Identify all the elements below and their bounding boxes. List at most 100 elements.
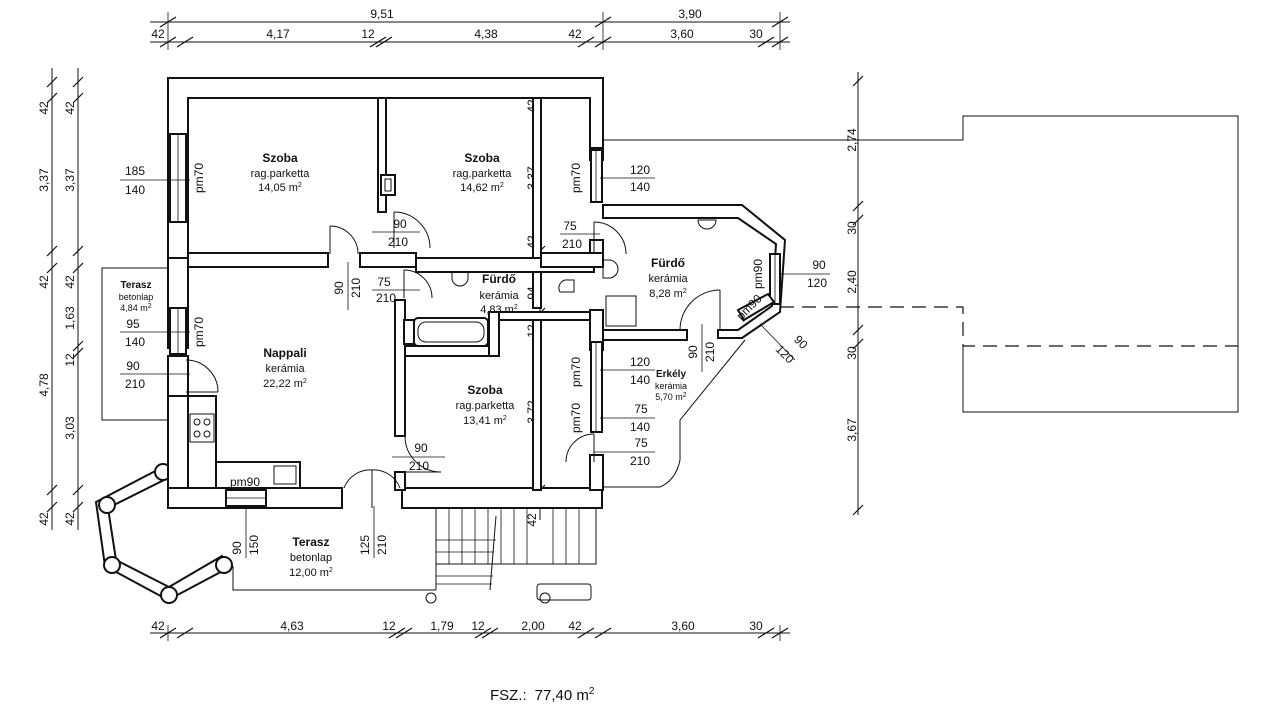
pergola: [94, 463, 233, 604]
room-floor: betonlap: [119, 292, 154, 302]
opening-width: 90: [332, 281, 346, 295]
room-label: Terasz betonlap 4,84 m2: [119, 280, 154, 313]
left-inner-dimension-chain: 42 3,37 42 1,63 12 3,03 42: [63, 68, 84, 530]
top-dimension-chain: 9,51 3,90 42 4,17 12 4,38 42 3,60 30: [150, 7, 790, 50]
room-area: 4,83 m2: [480, 304, 518, 316]
post-marker: [425, 592, 437, 604]
dim-top-detail-1: 4,17: [266, 27, 290, 41]
dim-top-detail-5: 3,60: [670, 27, 694, 41]
balcony-outline: [602, 339, 746, 488]
opening-height: 210: [703, 342, 717, 362]
opening-label: 75 210: [560, 219, 600, 251]
dim-left-outer-0: 42: [37, 101, 51, 115]
opening-label: 95 140: [120, 317, 190, 349]
dim-bottom-5: 2,00: [521, 619, 545, 633]
dim-left-inner-5: 3,03: [63, 416, 77, 440]
opening-height: 210: [630, 454, 650, 468]
opening-width: 90: [126, 359, 140, 373]
opening-height: 210: [375, 535, 389, 555]
dim-bottom-4: 12: [471, 619, 485, 633]
washbasin: [403, 319, 415, 345]
dim-left-inner-4: 12: [63, 353, 77, 367]
dim-left-inner-2: 42: [63, 275, 77, 289]
opening-label: 75 210: [372, 275, 420, 305]
opening-label-vertical: 125 210: [358, 506, 389, 558]
opening-height: 210: [388, 235, 408, 249]
dim-left-outer-4: 42: [37, 512, 51, 526]
dim-bottom-7: 3,60: [671, 619, 695, 633]
dim-top-detail-3: 4,38: [474, 27, 498, 41]
bidet: [697, 219, 717, 230]
stove: [189, 413, 215, 443]
toilet: [602, 259, 619, 279]
room-name: Szoba: [467, 383, 503, 397]
room-floor: kerámia: [648, 273, 688, 285]
dim-left-outer-1: 3,37: [37, 168, 51, 192]
room-label: Erkély kerámia 5,70 m2: [655, 369, 687, 402]
dim-bottom-1: 4,63: [280, 619, 304, 633]
dim-bottom-0: 42: [151, 619, 165, 633]
room-name: Szoba: [262, 151, 298, 165]
summary-unit-sup: 2: [588, 686, 595, 697]
opening-height: 140: [630, 420, 650, 434]
toilet: [451, 271, 469, 287]
opening-height: 210: [349, 278, 363, 298]
room-name: Terasz: [121, 280, 152, 291]
dim-top-detail-0: 42: [151, 27, 165, 41]
opening-label: 120 140: [600, 355, 655, 387]
room-area: 13,41 m2: [463, 415, 507, 427]
room-name: Nappali: [263, 346, 306, 360]
dim-left-inner-3: 1,63: [63, 306, 77, 330]
dim-bottom-6: 42: [568, 619, 582, 633]
windows: [169, 133, 781, 507]
room-label: Szoba rag.parketta 14,62 m2: [453, 151, 513, 194]
shower-tray: [605, 295, 637, 327]
room-area: 12,00 m2: [289, 567, 333, 579]
dim-left-outer-2: 42: [37, 275, 51, 289]
opening-height: 210: [409, 459, 429, 473]
opening-height: 90: [791, 332, 811, 352]
room-name: Fürdő: [651, 256, 685, 270]
room-floor: rag.parketta: [456, 400, 516, 412]
room-label: Fürdő kerámia 8,28 m2: [648, 256, 688, 300]
opening-width: 90: [812, 258, 826, 272]
parapet-label: pm70: [192, 163, 206, 193]
room-area: 14,62 m2: [460, 182, 504, 194]
room-label: Fürdő kerámia 4,83 m2: [479, 272, 519, 316]
fixtures: [187, 174, 717, 489]
sink: [273, 465, 297, 485]
room-floor: rag.parketta: [251, 168, 311, 180]
dim-left-inner-1: 3,37: [63, 168, 77, 192]
opening-width: 95: [126, 317, 140, 331]
parapet-label: pm90: [230, 475, 260, 489]
planter: [536, 583, 592, 601]
parapet-label: pm70: [192, 317, 206, 347]
opening-label: 90 210: [120, 359, 190, 391]
room-label: Nappali kerámia 22,22 m2: [263, 346, 307, 390]
room-name: Terasz: [292, 535, 329, 549]
bottom-dimension-chain: 42 4,63 12 1,79 12 2,00 42 3,60 30: [150, 619, 790, 641]
total-floor-area: FSZ.:77,40 m2: [490, 686, 594, 704]
right-dimension-chain: 2,74 30 2,40 30 3,67: [845, 72, 864, 516]
opening-width: 125: [358, 535, 372, 555]
parapet-label: pm70: [569, 403, 583, 433]
opening-height: 120: [807, 276, 827, 290]
room-area: 22,22 m2: [263, 378, 307, 390]
post-marker: [539, 592, 551, 604]
left-outer-dimension-chain: 42 3,37 42 4,78 42: [37, 68, 58, 530]
chimney: [380, 174, 396, 196]
opening-height: 150: [247, 535, 261, 555]
dim-bottom-2: 12: [382, 619, 396, 633]
dim-right-3: 30: [845, 346, 859, 360]
opening-height: 140: [125, 183, 145, 197]
parapet-label: pm70: [569, 357, 583, 387]
opening-width: 120: [630, 355, 650, 369]
room-name: Fürdő: [482, 272, 516, 286]
room-floor: betonlap: [290, 552, 332, 564]
dim-right-4: 3,67: [845, 418, 859, 442]
room-floor: kerámia: [265, 363, 305, 375]
garage-outline: [600, 115, 1239, 413]
dim-top-detail-4: 42: [568, 27, 582, 41]
dim-left-inner-0: 42: [63, 101, 77, 115]
